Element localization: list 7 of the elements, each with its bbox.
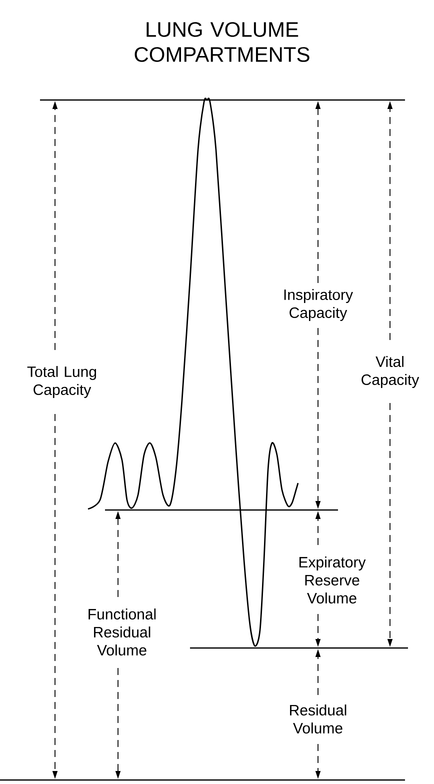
volume-label: Inspiratory Capacity — [284, 289, 353, 321]
title: LUNG VOLUME COMPARTMENTS — [134, 22, 310, 62]
volume-label: Functional Residual Volume — [88, 608, 156, 656]
volume-label: Vital Capacity — [362, 356, 420, 388]
volume-label: Residual Volume — [290, 704, 346, 734]
volume-label: Expiratory Reserve Volume — [299, 556, 366, 604]
volume-label: Total Lung Capacity — [27, 366, 96, 398]
